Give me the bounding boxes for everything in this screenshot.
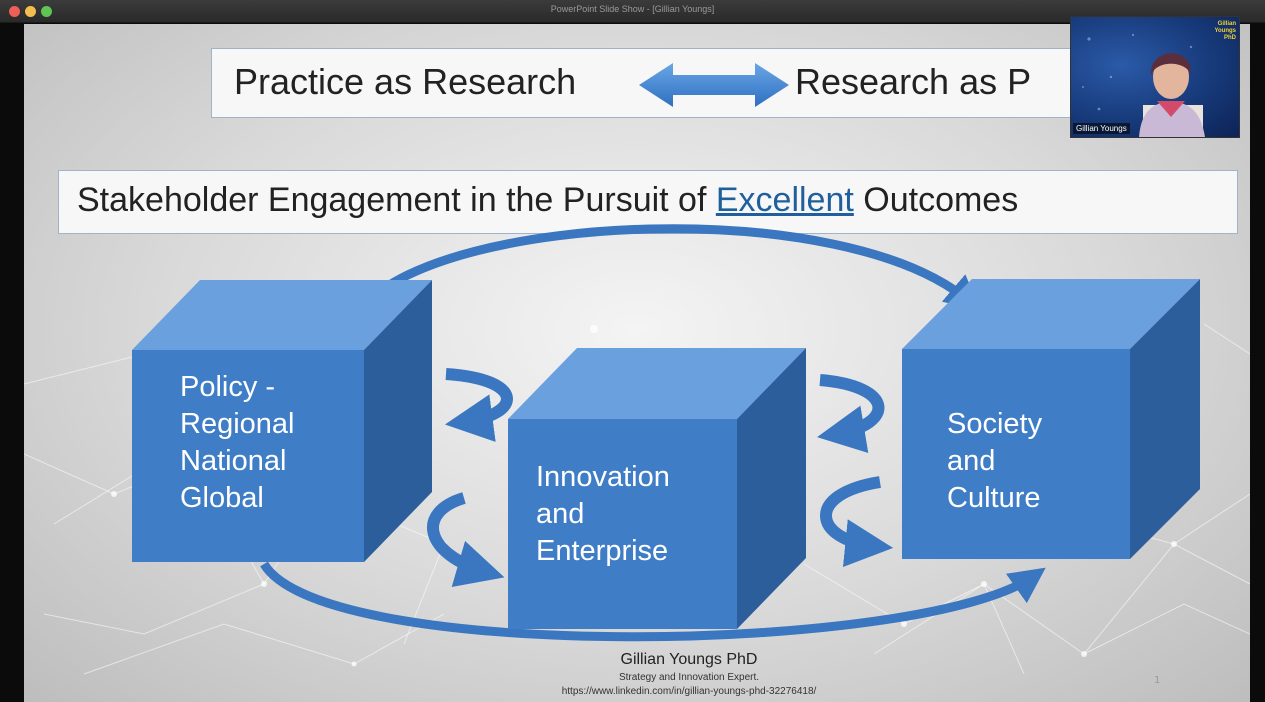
slide[interactable]: Practice as Research Research as P Stake…	[24, 24, 1250, 702]
subtitle-text-start: Stakeholder Engagement in the Pursuit of	[77, 181, 716, 219]
society-box-label: Society and Culture	[947, 406, 1042, 517]
footer-author-role: Strategy and Innovation Expert.	[618, 672, 760, 683]
innovation-cube	[508, 348, 806, 629]
minimize-window-button[interactable]	[25, 6, 36, 17]
policy-line-3: National	[180, 445, 287, 477]
excellent-link[interactable]: Excellent	[715, 181, 854, 219]
society-to-innovation-arrow	[820, 476, 894, 567]
maximize-window-button[interactable]	[41, 6, 52, 17]
innovation-line-2: and	[536, 498, 585, 530]
slide-subtitle-box: Stakeholder Engagement in the Pursuit of…	[58, 170, 1238, 234]
title-practice-as-research: Practice as Research	[234, 61, 577, 102]
innovation-to-society-arrow	[817, 374, 885, 453]
society-line-3: Culture	[947, 482, 1041, 514]
window-title: PowerPoint Slide Show - [Gillian Youngs]	[550, 4, 715, 14]
slide-page-number: 1	[1154, 675, 1161, 686]
innovation-to-policy-arrow	[427, 492, 505, 587]
innovation-line-3: Enterprise	[536, 535, 669, 567]
society-line-1: Society	[947, 408, 1043, 440]
policy-line-1: Policy -	[180, 371, 276, 403]
society-line-2: and	[947, 445, 996, 477]
top-cycle-arrow	[360, 224, 981, 312]
close-window-button[interactable]	[9, 6, 20, 17]
participant-video-tile[interactable]: Gillian Youngs PhD Gillian Youngs	[1070, 16, 1240, 138]
window-titlebar: PowerPoint Slide Show - [Gillian Youngs]	[0, 0, 1265, 23]
subtitle-text-end: Outcomes	[853, 181, 1019, 219]
title-research-as-practice: Research as P	[795, 61, 1032, 102]
participant-video-feed	[1082, 33, 1205, 137]
footer-author-name: Gillian Youngs PhD	[620, 651, 758, 668]
bottom-cycle-arrow	[260, 561, 1046, 642]
slide-title-box: Practice as Research Research as P	[211, 48, 1078, 118]
footer-linkedin-url[interactable]: https://www.linkedin.com/in/gillian-youn…	[561, 686, 817, 697]
policy-line-4: Global	[180, 482, 264, 514]
innovation-line-1: Innovation	[536, 461, 670, 493]
stakeholder-diagram	[132, 224, 1200, 642]
double-arrow-icon	[639, 63, 789, 107]
policy-cube	[132, 280, 432, 562]
slide-subtitle: Stakeholder Engagement in the Pursuit of…	[77, 181, 1018, 220]
policy-box-label: Policy - Regional National Global	[180, 369, 294, 517]
innovation-box-label: Innovation and Enterprise	[536, 459, 670, 570]
policy-to-innovation-arrow	[444, 368, 513, 442]
policy-line-2: Regional	[180, 408, 295, 440]
participant-name-label: Gillian Youngs	[1073, 123, 1130, 134]
video-banner-title: Gillian Youngs PhD	[1214, 21, 1236, 41]
society-cube	[902, 279, 1200, 559]
